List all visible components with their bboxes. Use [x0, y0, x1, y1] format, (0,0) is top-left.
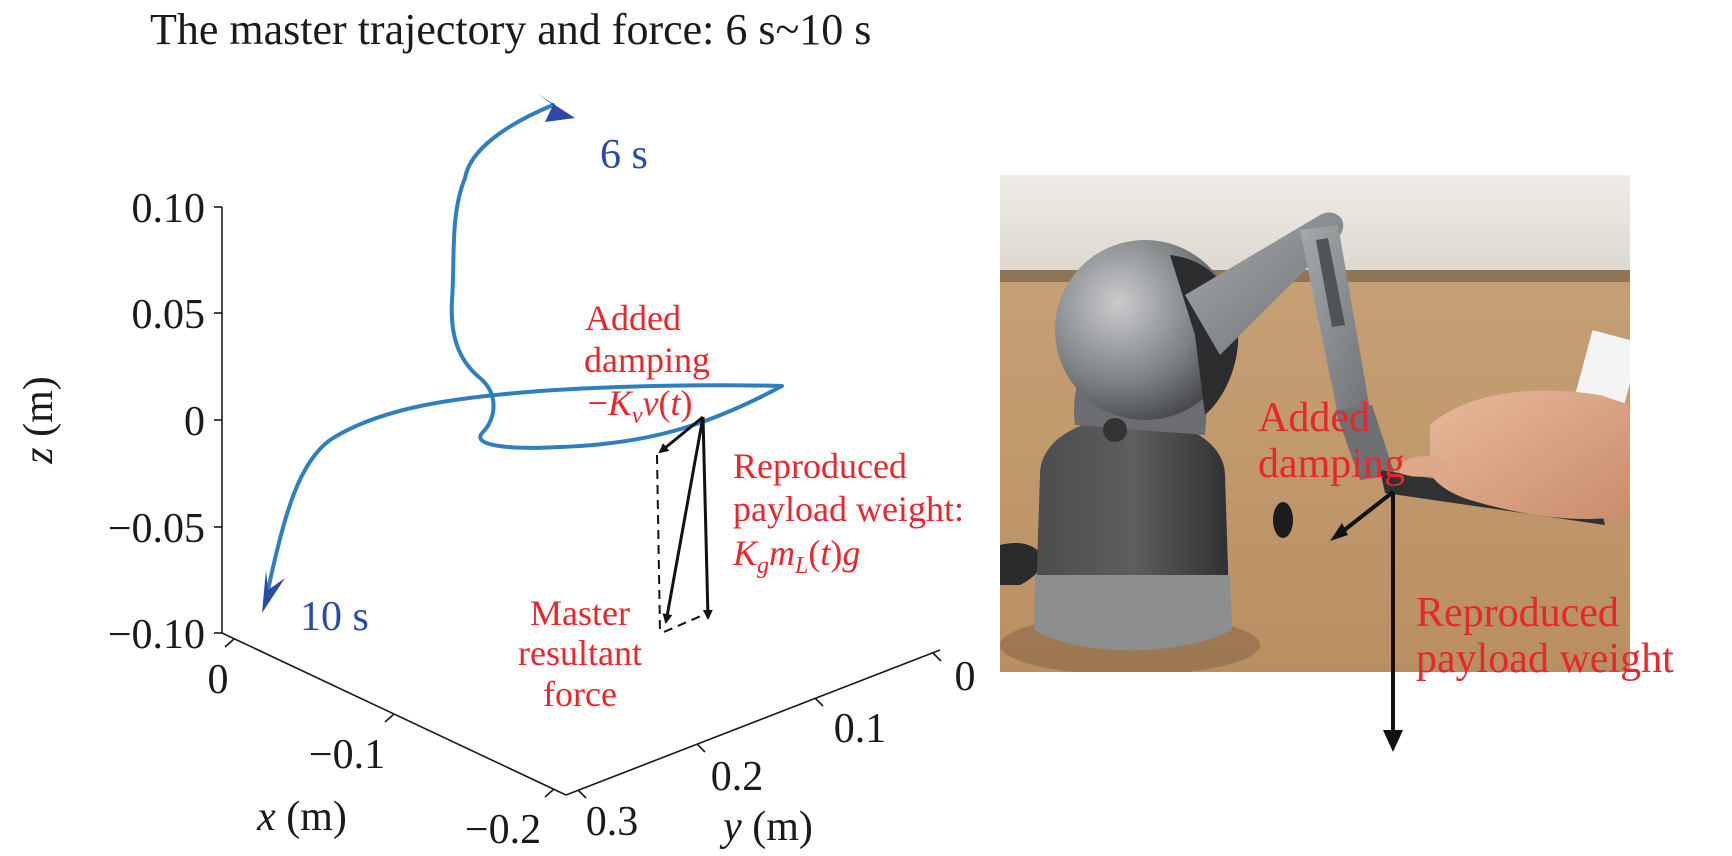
trajectory-curve: [266, 103, 784, 592]
weight-formula: KgmL(t)g: [732, 533, 860, 579]
y-axis-ticks: [577, 652, 942, 799]
trajectory-start-arrowhead: [538, 94, 575, 122]
y-tick-label: 0.1: [834, 706, 887, 752]
x-tick-label: 0: [208, 657, 229, 703]
resultant-force-arrow: [662, 416, 705, 624]
z-axis-label: z (m): [16, 376, 62, 465]
time-start-label: 6 s: [600, 132, 648, 178]
z-tick-label: 0: [184, 399, 205, 445]
weight-line1: Reproduced: [733, 446, 907, 486]
payload-weight-arrow: [701, 416, 713, 620]
z-tick-label: 0.05: [132, 292, 206, 338]
x-axis-ticks: [224, 638, 555, 798]
photo-weight-label: Reproduced payload weight: [1416, 590, 1674, 682]
photo-weight-line1: Reproduced: [1416, 590, 1619, 636]
x-tick-label: −0.2: [465, 807, 541, 853]
z-tick-label: 0.10: [132, 186, 206, 232]
y-tick-label: 0.2: [711, 754, 764, 800]
figure-title: The master trajectory and force: 6 s~10 …: [150, 5, 872, 54]
resultant-annotation: Master resultant force: [518, 593, 642, 714]
trajectory-plot: 0.10 0.05 0 −0.05 −0.10 z (m) 0 −0.1 −0.…: [16, 94, 976, 853]
damping-line2: damping: [584, 340, 710, 380]
damping-line1: Added: [585, 298, 681, 338]
y-axis-label: y (m): [719, 804, 813, 850]
y-tick-labels: 0 0.1 0.2 0.3: [586, 654, 976, 845]
trajectory-end-arrowhead: [262, 570, 285, 613]
photo-damping-line1: Added: [1258, 395, 1370, 441]
x-tick-label: −0.1: [309, 732, 385, 778]
haptic-device-illustration: [1000, 175, 1641, 675]
photo-weight-line2: payload weight: [1416, 636, 1674, 682]
parallelogram-dash-vertical: [656, 454, 661, 633]
y-tick-label: 0.3: [586, 799, 639, 845]
damping-formula: −Kvv(t): [588, 383, 693, 429]
damping-annotation: Added damping −Kvv(t): [584, 298, 710, 429]
weight-annotation: Reproduced payload weight: KgmL(t)g: [732, 446, 964, 579]
parallelogram-dash-horizontal: [663, 611, 711, 633]
resultant-line3: force: [543, 674, 617, 714]
z-tick-label: −0.05: [108, 506, 205, 552]
resultant-line1: Master: [530, 593, 630, 633]
z-axis-ticks: [214, 206, 222, 634]
device-photo: [1000, 175, 1641, 675]
damping-force-arrow: [658, 415, 704, 454]
weight-line2: payload weight:: [733, 489, 964, 529]
x-axis-label: x (m): [256, 794, 347, 840]
time-end-label: 10 s: [300, 594, 369, 640]
photo-damping-label: Added damping: [1258, 395, 1405, 487]
resultant-line2: resultant: [518, 633, 642, 673]
y-axis-line: [565, 649, 941, 796]
z-tick-label: −0.10: [108, 612, 205, 658]
x-tick-labels: 0 −0.1 −0.2: [208, 657, 542, 853]
photo-damping-line2: damping: [1258, 441, 1405, 487]
photo-weight-arrow-tail: [1383, 670, 1403, 752]
z-tick-labels: 0.10 0.05 0 −0.05 −0.10: [108, 186, 205, 658]
y-tick-label: 0: [955, 654, 976, 700]
